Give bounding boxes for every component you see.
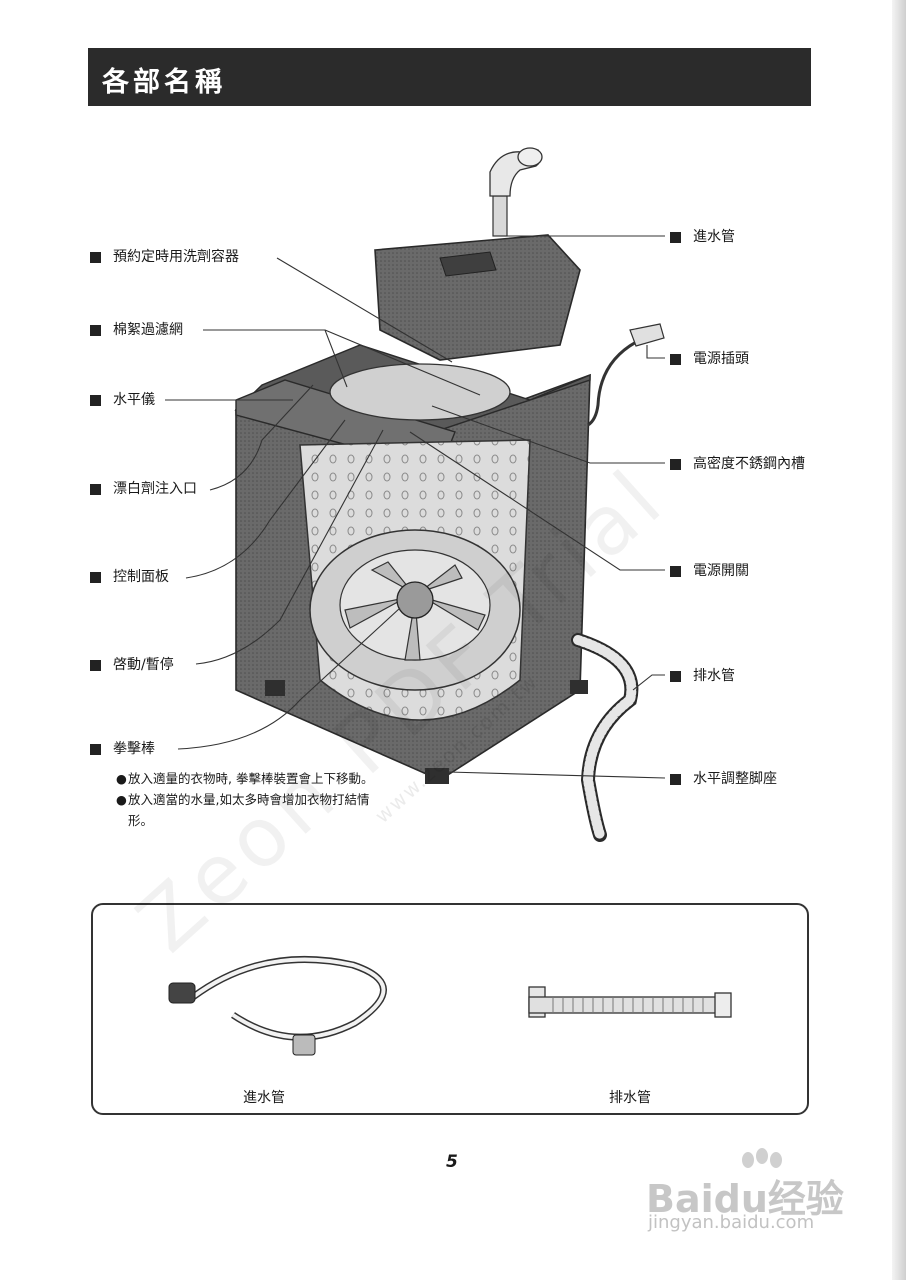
bullet-square-icon xyxy=(90,251,101,263)
baidu-paw-icon xyxy=(742,1148,782,1168)
label-level-gauge: 水平儀 xyxy=(90,391,155,409)
inlet-hose-illustration xyxy=(168,955,387,1056)
accessory-illustrations xyxy=(168,955,732,1056)
pulsator-notes: ● 放入適量的衣物時, 拳擊棒裝置會上下移動。 ● 放入適當的水量,如太多時會增… xyxy=(116,768,378,831)
note-item: ● 放入適量的衣物時, 拳擊棒裝置會上下移動。 xyxy=(116,771,374,786)
label-bleach-inlet: 漂白劑注入口 xyxy=(90,480,197,498)
label-pulsator: 拳擊棒 xyxy=(90,740,155,758)
label-inlet-hose: 進水管 xyxy=(670,228,735,246)
baidu-brand-name: Baidu经验 xyxy=(646,1177,844,1221)
bullet-square-icon xyxy=(670,565,681,577)
faucet-icon xyxy=(489,147,543,237)
label-power-plug: 電源插頭 xyxy=(670,350,749,368)
label-control-panel: 控制面板 xyxy=(90,568,169,586)
page-edge-shadow xyxy=(892,0,906,1280)
page-title: 各部名稱 xyxy=(102,67,226,98)
bullet-square-icon xyxy=(90,571,101,583)
bullet-square-icon xyxy=(90,324,101,336)
bullet-square-icon xyxy=(90,483,101,495)
label-lint-filter: 棉絮過濾網 xyxy=(90,321,183,339)
baidu-brand-url: jingyan.baidu.com xyxy=(648,1212,815,1233)
bullet-square-icon xyxy=(90,743,101,755)
label-drain-hose: 排水管 xyxy=(670,667,735,685)
label-leveling-feet: 水平調整脚座 xyxy=(670,770,777,788)
bullet-square-icon xyxy=(670,773,681,785)
bullet-square-icon xyxy=(670,458,681,470)
page-number: 5 xyxy=(446,1152,458,1172)
label-detergent-container: 預約定時用洗劑容器 xyxy=(90,248,239,266)
label-start-pause: 啓動/暫停 xyxy=(90,656,174,674)
note-item: ● 放入適當的水量,如太多時會增加衣物打結情形。 xyxy=(116,792,370,828)
accessory-drain-hose-label: 排水管 xyxy=(609,1090,651,1106)
baidu-logo: Baidu经验 jingyan.baidu.com xyxy=(646,1148,846,1244)
drain-hose-illustration xyxy=(528,986,732,1018)
bullet-square-icon xyxy=(90,394,101,406)
label-inner-tub: 高密度不銹鋼內槽 xyxy=(670,455,805,473)
accessory-inlet-hose-label: 進水管 xyxy=(243,1090,285,1106)
label-power-switch: 電源開關 xyxy=(670,562,749,580)
bullet-square-icon xyxy=(670,353,681,365)
accessories-box: 進水管 排水管 xyxy=(91,903,809,1115)
bullet-square-icon xyxy=(670,670,681,682)
section-header: 各部名稱 xyxy=(88,48,811,106)
washing-machine-illustration xyxy=(165,147,666,842)
bullet-square-icon xyxy=(670,231,681,243)
bullet-square-icon xyxy=(90,659,101,671)
